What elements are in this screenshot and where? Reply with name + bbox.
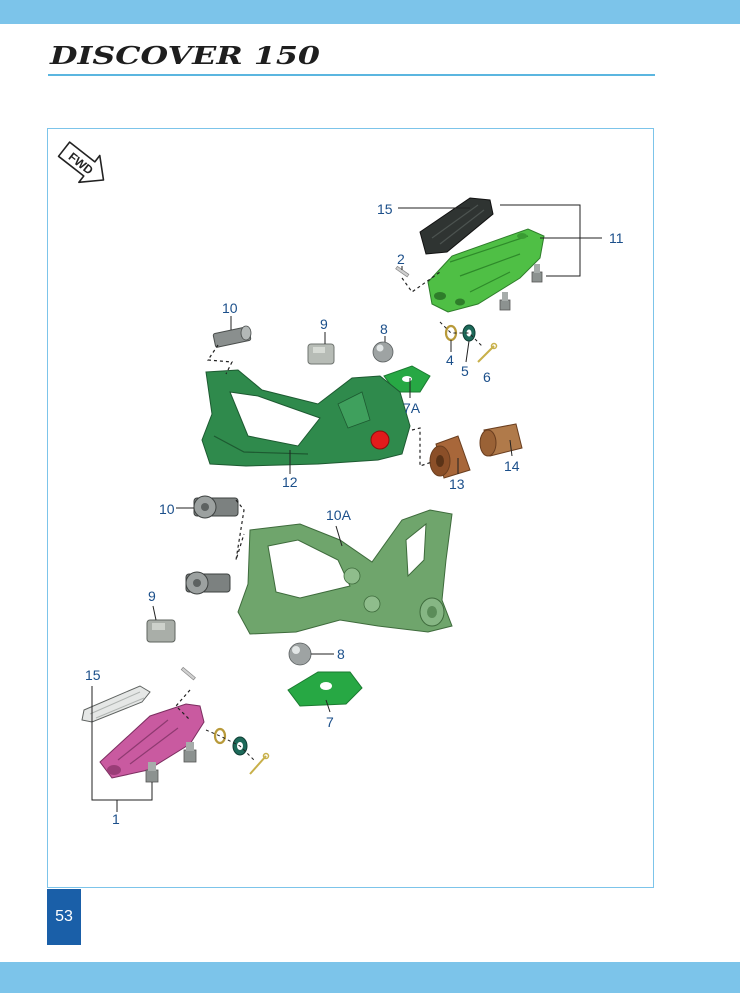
dash-bolt-top bbox=[206, 344, 233, 375]
pin-top bbox=[395, 265, 410, 278]
callout-6: 6 bbox=[483, 369, 491, 385]
nut-9-top bbox=[307, 343, 335, 365]
callout-5: 5 bbox=[461, 363, 469, 379]
rubber-pad-low bbox=[81, 685, 151, 723]
split-pin-6 bbox=[477, 342, 498, 363]
callout-2: 2 bbox=[397, 251, 405, 267]
callout-12: 12 bbox=[282, 474, 298, 490]
leader-lines bbox=[91, 204, 602, 812]
ball-8-top bbox=[372, 341, 394, 363]
callout-9-top: 9 bbox=[320, 316, 328, 332]
rubber-pad-top bbox=[419, 197, 494, 255]
bolt-10-top bbox=[212, 325, 252, 348]
footrest-left-pink bbox=[99, 703, 205, 779]
callout-8-low: 8 bbox=[337, 646, 345, 662]
bolt-10-mid-top bbox=[193, 495, 239, 519]
callout-10-top: 10 bbox=[222, 300, 238, 316]
nut-9-low bbox=[146, 619, 176, 643]
callout-7A: 7A bbox=[403, 400, 421, 416]
footrest-right-green bbox=[427, 228, 545, 313]
pin-low bbox=[180, 666, 196, 681]
header-rule bbox=[48, 74, 655, 76]
ball-8-low-highlight bbox=[292, 646, 300, 654]
callout-15-top: 15 bbox=[377, 201, 393, 217]
split-pin-low bbox=[249, 752, 270, 775]
dash-bushing bbox=[411, 427, 433, 467]
bushing-13 bbox=[429, 435, 471, 479]
bracket-10A-grey-green bbox=[237, 509, 453, 635]
ball-8-low bbox=[288, 642, 312, 666]
callout-4: 4 bbox=[446, 352, 454, 368]
plate-7-hole bbox=[320, 682, 332, 690]
callout-10-mid: 10 bbox=[159, 501, 175, 517]
bolt-small-low-2 bbox=[183, 742, 197, 763]
bracket-12-dark-green bbox=[201, 369, 411, 467]
callout-9-low: 9 bbox=[148, 588, 156, 604]
callout-8-top: 8 bbox=[380, 321, 388, 337]
callout-14: 14 bbox=[504, 458, 520, 474]
callout-7: 7 bbox=[326, 714, 334, 730]
bolt-10-mid-bottom bbox=[185, 571, 231, 595]
dash-washers bbox=[439, 321, 483, 347]
callout-10A: 10A bbox=[326, 507, 352, 523]
callout-1: 1 bbox=[112, 811, 120, 827]
logo-text: DISCOVER 150 bbox=[49, 41, 321, 70]
callout-15-low: 15 bbox=[85, 667, 101, 683]
discover-150-logo: DISCOVER 150 bbox=[49, 41, 321, 70]
fwd-arrow-icon: FWD bbox=[57, 141, 105, 184]
bolt-small-top-2 bbox=[499, 292, 511, 311]
bolt-small-top-1 bbox=[531, 264, 543, 283]
bottom-band bbox=[0, 962, 740, 993]
top-band bbox=[0, 0, 740, 24]
dash-bolt-mid bbox=[235, 499, 245, 561]
diagram-frame bbox=[47, 128, 654, 888]
dash-washers-low bbox=[205, 729, 255, 761]
callout-11: 11 bbox=[609, 230, 624, 246]
callout-13: 13 bbox=[449, 476, 465, 492]
bushing-14 bbox=[479, 423, 523, 457]
dash-pin-low bbox=[175, 689, 191, 721]
washer-5-hole bbox=[466, 329, 472, 337]
washer-low-gold bbox=[213, 727, 227, 745]
page-number: 53 bbox=[47, 889, 81, 945]
ball-8-top-highlight bbox=[376, 344, 384, 352]
